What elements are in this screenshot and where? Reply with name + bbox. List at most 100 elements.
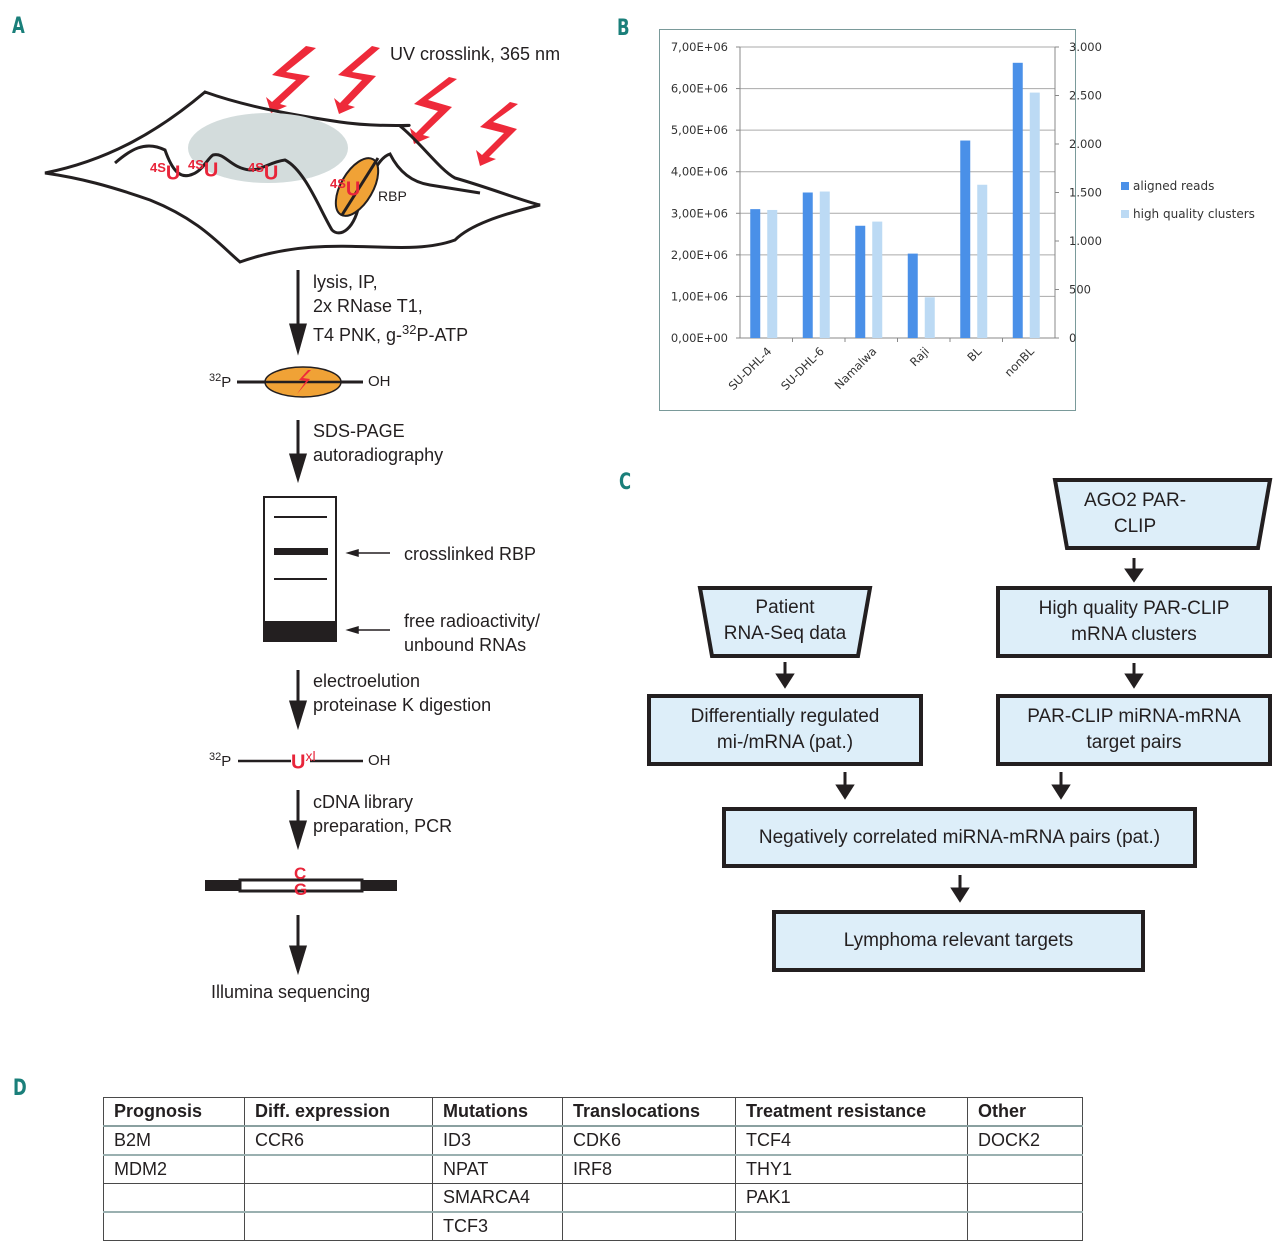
- category-label: Namalwa: [832, 344, 880, 392]
- oh-label: OH: [368, 373, 391, 390]
- table-cell: [562, 1183, 736, 1213]
- negatively-correlated-pairs-box: Negatively correlated miRNA-mRNA pairs (…: [722, 807, 1197, 868]
- column-header: Prognosis: [103, 1097, 245, 1127]
- bar-high-quality-clusters: [872, 221, 883, 338]
- rbp-label: RBP: [378, 188, 407, 204]
- bar-aligned-reads: [1012, 62, 1023, 338]
- crosslinked-u-label: Uxl: [291, 748, 316, 774]
- down-arrow-icon: [289, 323, 307, 356]
- table-row: MDM2 NPAT IRF8 THY1: [103, 1154, 1083, 1184]
- bar-aligned-reads: [750, 209, 761, 338]
- table-cell: PAK1: [735, 1183, 968, 1213]
- column-header: Diff. expression: [244, 1097, 433, 1127]
- table-cell: [967, 1211, 1083, 1241]
- lightning-icon: [297, 370, 311, 394]
- uv-crosslink-label: UV crosslink, 365 nm: [390, 44, 561, 64]
- down-arrow-icon: [835, 784, 855, 800]
- category-label: BL: [964, 344, 984, 364]
- down-arrow-icon: [288, 700, 308, 731]
- cell-outline: [44, 90, 541, 264]
- table-cell: [562, 1211, 736, 1241]
- table-cell: MDM2: [103, 1154, 245, 1184]
- table-cell: [244, 1211, 433, 1241]
- 4su-label: 4SU: [248, 160, 279, 185]
- lightning-icon: [266, 46, 316, 113]
- left-tick-label: 0,00E+00: [671, 331, 728, 345]
- gel: [263, 496, 337, 642]
- right-tick-label: 3.000: [1069, 40, 1102, 54]
- table-row: TCF3: [103, 1211, 1083, 1241]
- p32-label: 32P: [209, 751, 232, 770]
- patient-rna-seq-box: Patient RNA-Seq data: [723, 597, 847, 644]
- step-lysis-text: lysis, IP, 2x RNase T1, T4 PNK, g-32P-AT…: [313, 272, 469, 345]
- bar-aligned-reads: [855, 225, 866, 338]
- lightning-icon: [410, 77, 457, 144]
- left-tick-label: 5,00E+06: [671, 123, 728, 137]
- table-cell: CCR6: [244, 1125, 433, 1156]
- right-tick-label: 0: [1069, 331, 1076, 345]
- lightning-icon: [334, 46, 380, 114]
- table-cell: B2M: [103, 1125, 245, 1156]
- step-sds-page-text: SDS-PAGE autoradiography: [313, 421, 444, 465]
- column-header: Translocations: [562, 1097, 736, 1127]
- bar-high-quality-clusters: [819, 191, 830, 338]
- table-cell: THY1: [735, 1154, 968, 1184]
- legend-swatch: [1121, 182, 1129, 190]
- category-label: SU-DHL-4: [726, 344, 775, 393]
- ago2-input-shape: [1052, 478, 1273, 550]
- illumina-sequencing-label: Illumina sequencing: [211, 982, 371, 1002]
- left-arrow-icon: [345, 548, 359, 558]
- down-arrow-icon: [288, 820, 308, 851]
- par-clip-workflow-diagram: [44, 46, 541, 976]
- category-label: SU-DHL-6: [778, 344, 827, 393]
- nucleus: [188, 113, 348, 183]
- column-header: Mutations: [432, 1097, 563, 1127]
- crosslinked-rbp-label: crosslinked RBP: [404, 544, 537, 564]
- bar-aligned-reads: [802, 192, 813, 338]
- right-tick-label: 2.000: [1069, 137, 1102, 151]
- table-cell: CDK6: [562, 1125, 736, 1156]
- table-cell: [103, 1211, 245, 1241]
- right-tick-label: 2.500: [1069, 89, 1102, 103]
- right-tick-label: 1.500: [1069, 186, 1102, 200]
- bar-high-quality-clusters: [924, 297, 935, 338]
- step-electroelution-text: electroelution proteinase K digestion: [313, 671, 492, 715]
- uv-lightning-icons: [266, 46, 518, 166]
- down-arrow-icon: [288, 453, 308, 484]
- legend-label: aligned reads: [1133, 179, 1214, 193]
- table-cell: [244, 1154, 433, 1184]
- left-tick-label: 7,00E+06: [671, 40, 728, 54]
- 4su-label: 4SU: [150, 160, 181, 185]
- crosslinked-rbp-band: [274, 548, 328, 555]
- panel-label-d: D: [13, 1076, 27, 1101]
- table-cell: SMARCA4: [432, 1183, 563, 1213]
- patient-input-shape: [697, 586, 873, 658]
- table-cell: [735, 1211, 968, 1241]
- table-cell: [244, 1183, 433, 1213]
- bar-high-quality-clusters: [977, 184, 988, 338]
- oh-label: OH: [368, 752, 391, 769]
- bar-aligned-reads: [960, 140, 971, 338]
- legend-swatch: [1121, 210, 1129, 218]
- table-cell: DOCK2: [967, 1125, 1083, 1156]
- 4su-label: 4SU: [330, 176, 361, 201]
- analysis-flowchart-connectors: [697, 478, 1273, 903]
- free-radioactivity-band: [265, 621, 335, 641]
- down-arrow-icon: [288, 945, 308, 976]
- c-g-mutation-label: C G: [294, 864, 308, 899]
- category-label: nonBL: [1002, 344, 1038, 380]
- table-header-row: Prognosis Diff. expression Mutations Tra…: [103, 1097, 1083, 1127]
- table-cell: ID3: [432, 1125, 563, 1156]
- right-tick-label: 500: [1069, 283, 1091, 297]
- panel-label-b: B: [617, 16, 630, 41]
- column-header: Other: [967, 1097, 1083, 1127]
- cdna-duplex-left: [205, 880, 240, 891]
- ago2-par-clip-box: AGO2 PAR- CLIP: [1083, 490, 1187, 537]
- left-tick-label: 3,00E+06: [671, 206, 728, 220]
- left-tick-label: 1,00E+06: [671, 289, 728, 303]
- chart-svg: 0,00E+001,00E+062,00E+063,00E+064,00E+06…: [671, 40, 1255, 393]
- lymphoma-relevant-targets-box: Lymphoma relevant targets: [772, 910, 1145, 972]
